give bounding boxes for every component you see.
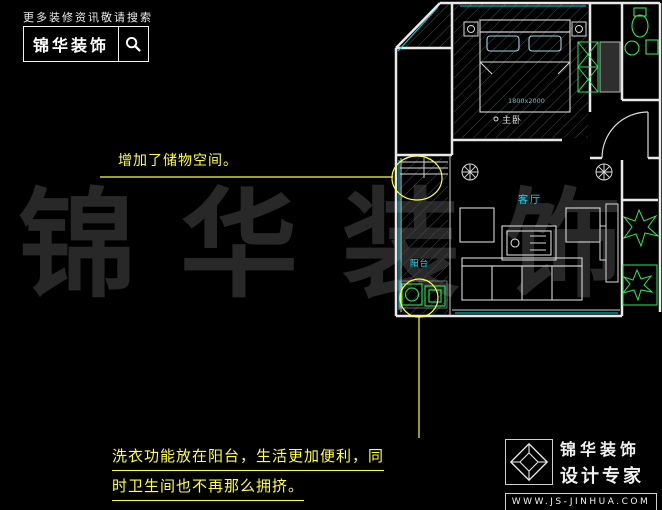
label-marker: [493, 116, 499, 122]
jinhua-diamond-icon: [505, 439, 553, 485]
search-icon: [125, 36, 141, 52]
bed: [479, 19, 571, 113]
storage-note: 增加了储物空间。: [118, 153, 238, 169]
washing-machines: [401, 283, 446, 307]
windows: [397, 5, 618, 314]
storage-circle: [391, 155, 443, 201]
callout-marks: [100, 155, 443, 438]
search-icon-cell: [118, 27, 148, 61]
inner-walls: [400, 155, 620, 316]
footer-brand: 锦华装饰: [560, 440, 641, 459]
wheel-symbols: [461, 163, 613, 181]
hatched-floors: [398, 4, 588, 314]
walls: [394, 1, 662, 318]
bedside-tables: [463, 21, 587, 37]
footer-logo-text: 锦华装饰 设计专家: [560, 436, 657, 488]
storage-shelves: [400, 158, 448, 178]
cabinet: [599, 41, 621, 93]
tv-cabinet: [599, 203, 619, 283]
bathroom-fixtures: [624, 7, 659, 56]
label-master-bedroom: 主卧: [502, 114, 522, 126]
brand-logo-box: 锦华装饰: [23, 26, 150, 62]
search-tagline: 更多装修资讯敬请搜索: [23, 11, 153, 24]
laundry-note: 洗衣功能放在阳台，生活更加便利，同 时卫生间也不再那么拥挤。: [112, 445, 385, 505]
door-arc: [601, 111, 649, 159]
wardrobe: [577, 41, 599, 93]
footer-website: WWW.JS-JINHUA.COM: [505, 493, 657, 510]
sofa-set: [459, 207, 601, 301]
watermark-text: 锦华装饰: [18, 175, 662, 314]
footer-subtitle: 设计专家: [560, 466, 644, 487]
laundry-note-line1: 洗衣功能放在阳台，生活更加便利，同: [112, 445, 385, 471]
label-bed-size: 1800x2000: [508, 97, 545, 105]
footer-logo: 锦华装饰 设计专家 WWW.JS-JINHUA.COM: [505, 436, 657, 510]
laundry-note-line2: 时卫生间也不再那么拥挤。: [112, 475, 305, 501]
label-living-room: 客厅: [518, 193, 542, 206]
plants: [621, 208, 660, 306]
brand-name: 锦华装饰: [33, 36, 110, 55]
label-balcony: 阳台: [410, 258, 429, 269]
